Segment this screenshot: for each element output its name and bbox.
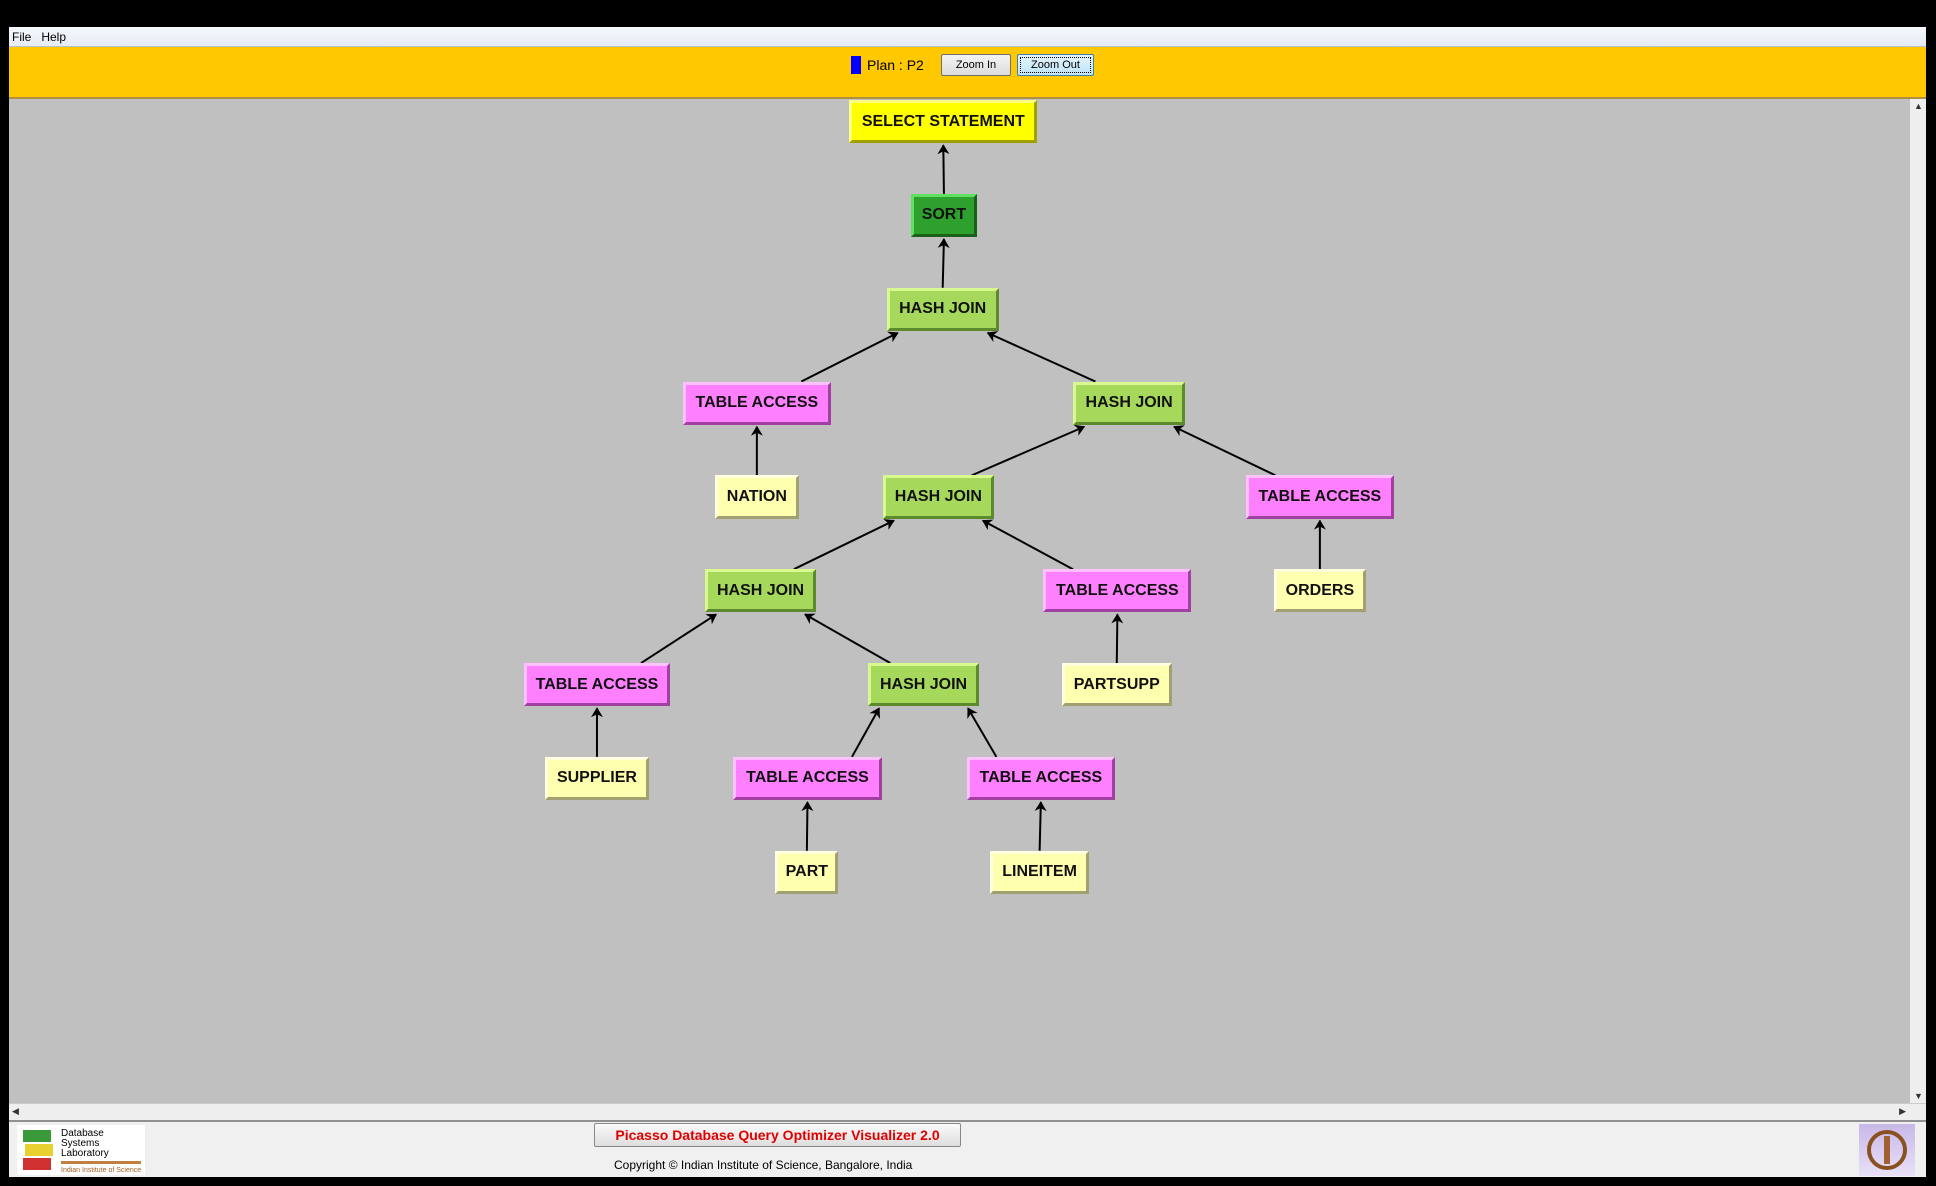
menu-file[interactable]: File xyxy=(12,29,32,44)
plan-node-orders[interactable]: ORDERS xyxy=(1274,569,1366,613)
iisc-emblem-icon xyxy=(1859,1124,1915,1176)
plan-node-supplier[interactable]: SUPPLIER xyxy=(544,756,650,801)
plan-node-table-access[interactable]: TABLE ACCESS xyxy=(1043,569,1192,613)
menu-bar: File Help xyxy=(9,27,1926,47)
plan-tree-canvas: SELECT STATEMENT SORT HASH JOIN TABLE ACCES… xyxy=(9,99,1910,1103)
scroll-up-icon[interactable]: ▲ xyxy=(1914,101,1923,111)
vertical-scrollbar[interactable]: ▲ ▼ xyxy=(1910,99,1926,1103)
plan-edge-arrow xyxy=(971,424,1086,477)
plan-node-sort[interactable]: SORT xyxy=(911,193,977,238)
plan-edge-arrow xyxy=(967,707,998,758)
scroll-left-icon[interactable]: ◀ xyxy=(12,1106,19,1116)
menu-help[interactable]: Help xyxy=(41,29,67,44)
plan-node-nation[interactable]: NATION xyxy=(714,475,799,519)
plan-node-hash-join[interactable]: HASH JOIN xyxy=(886,287,999,331)
plan-node-table-access[interactable]: TABLE ACCESS xyxy=(733,756,882,801)
plan-edge-arrow xyxy=(937,238,950,288)
plan-node-table-access[interactable]: TABLE ACCESS xyxy=(523,663,671,707)
plan-node-hash-join[interactable]: HASH JOIN xyxy=(1072,381,1186,425)
scroll-right-icon[interactable]: ▶ xyxy=(1899,1106,1906,1116)
plan-node-partsupp[interactable]: PARTSUPP xyxy=(1061,663,1172,707)
plan-edge-arrow xyxy=(1173,425,1276,477)
plan-node-select-statement[interactable]: SELECT STATEMENT xyxy=(849,100,1038,144)
plan-node-table-access[interactable]: TABLE ACCESS xyxy=(1245,475,1394,519)
plan-edge-arrow xyxy=(801,801,814,851)
plan-node-part[interactable]: PART xyxy=(775,850,839,894)
lab-blocks-icon xyxy=(23,1130,53,1170)
plan-edge-arrow xyxy=(986,331,1096,383)
plan-label: Plan : P2 xyxy=(867,57,924,73)
plan-node-hash-join[interactable]: HASH JOIN xyxy=(705,569,817,613)
app-title-button[interactable]: Picasso Database Query Optimizer Visuali… xyxy=(594,1123,961,1147)
plan-edge-arrow xyxy=(1111,613,1124,664)
plan-node-table-access[interactable]: TABLE ACCESS xyxy=(966,756,1115,801)
zoom-out-button[interactable]: Zoom Out xyxy=(1017,54,1094,76)
plan-edge-arrow xyxy=(793,519,895,571)
plan-node-table-access[interactable]: TABLE ACCESS xyxy=(682,381,831,425)
scroll-down-icon[interactable]: ▼ xyxy=(1914,1091,1923,1101)
toolbar: Plan : P2 Zoom In Zoom Out xyxy=(9,47,1926,99)
plan-edge-arrow xyxy=(804,613,891,664)
plan-edge-arrow xyxy=(640,613,717,664)
plan-edge-arrow xyxy=(851,707,880,758)
horizontal-scrollbar[interactable]: ◀ ▶ xyxy=(9,1103,1926,1120)
plan-edge-arrow xyxy=(981,519,1074,571)
plan-edge-arrow xyxy=(800,331,899,383)
zoom-in-button[interactable]: Zoom In xyxy=(941,54,1011,76)
plan-edge-arrow xyxy=(937,144,950,194)
plan-color-swatch xyxy=(851,56,861,74)
plan-node-hash-join[interactable]: HASH JOIN xyxy=(882,475,994,519)
plan-edge-arrow xyxy=(1034,801,1047,851)
plan-node-hash-join[interactable]: HASH JOIN xyxy=(867,663,980,707)
plan-edges xyxy=(590,144,1326,851)
plan-node-lineitem[interactable]: LINEITEM xyxy=(990,850,1089,894)
copyright-text: Copyright © Indian Institute of Science,… xyxy=(614,1158,913,1172)
